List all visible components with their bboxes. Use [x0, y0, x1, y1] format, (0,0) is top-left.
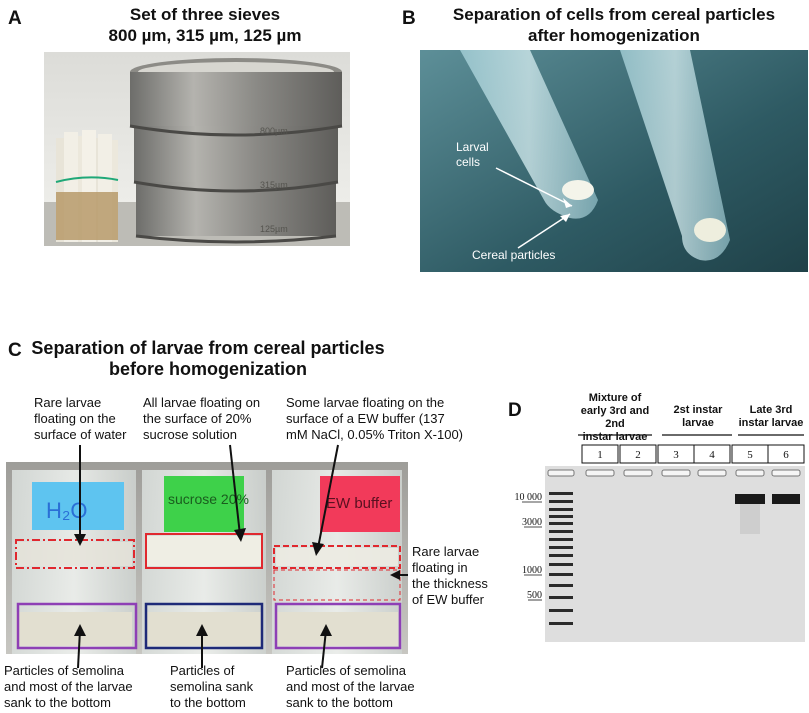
panel-d-letter: D [508, 400, 522, 421]
lane-4: 4 [709, 449, 715, 461]
panel-a-letter: A [8, 8, 22, 29]
gel-body [545, 466, 805, 642]
caption-side-l2: floating in [412, 560, 468, 575]
tube-left [460, 50, 598, 219]
ladder-10000: 10 000 [515, 492, 543, 503]
label-larval-cells: Larval cells [456, 140, 489, 170]
gel-group-1-l2: early 3rd and 2nd [580, 405, 650, 430]
box-water-bottom [16, 602, 138, 650]
panel-b-photo: Larval cells Cereal particles [420, 50, 808, 272]
label-cells: cells [456, 155, 481, 169]
beaker-label-sucrose: sucrose 20% [168, 491, 249, 507]
band-lane-5 [735, 494, 765, 504]
caption-water-l2: floating on the [34, 411, 116, 426]
panel-a-photo: 800µm 315µm 125µm [44, 52, 350, 246]
band-lane-6 [772, 494, 800, 504]
gel-wells [547, 469, 801, 477]
caption-ew: Some larvae floating on the surface of a… [286, 395, 463, 443]
gel-group-2-l1: 2st instar [673, 404, 723, 416]
box-sucrose-surface [145, 533, 263, 569]
panel-c-title-line1: Separation of larvae from cereal particl… [31, 338, 385, 358]
ladder-500: 500 [527, 590, 542, 601]
caption-bottom-ew-l3: sank to the bottom [286, 695, 393, 710]
label-cereal-particles: Cereal particles [472, 248, 556, 262]
beaker-label-water-bg [32, 482, 124, 530]
caption-bottom-sucrose: Particles of semolina sank to the bottom [170, 663, 253, 711]
beakers-illustration: H₂O sucrose 20% EW buffer [6, 462, 408, 654]
gel-group-3-l1: Late 3rd [749, 404, 793, 416]
box-ew-bottom [274, 602, 402, 650]
lane-6: 6 [783, 449, 789, 461]
panel-a-title: Set of three sieves 800 µm, 315 µm, 125 … [40, 4, 370, 46]
box-ew-thickness [273, 569, 401, 601]
caption-water-l3: surface of water [34, 427, 127, 442]
caption-ew-l3: mM NaCl, 0.05% Triton X-100) [286, 427, 464, 442]
gel-group-1-l3: instar larvae [582, 431, 648, 443]
caption-side-l3: the thickness [412, 576, 488, 591]
panel-a-title-line2: 800 µm, 315 µm, 125 µm [108, 26, 302, 45]
caption-sucrose-l1: All larvae floating on [143, 395, 261, 410]
caption-sucrose-l3: sucrose solution [143, 427, 237, 442]
cell-pellet-right [694, 218, 726, 242]
ladder-1000: 1000 [522, 565, 542, 576]
gel-group-3-l2: instar larvae [738, 417, 804, 429]
sieve-label-800: 800µm [260, 126, 288, 136]
caption-water-l1: Rare larvae [34, 395, 102, 410]
gel-group-1: Mixture of early 3rd and 2nd instar larv… [572, 392, 658, 444]
tubes-illustration [420, 50, 808, 272]
sieve-label-315: 315µm [260, 180, 288, 190]
gel-group-3: Late 3rd instar larvae [734, 404, 808, 430]
box-sucrose-bottom [144, 602, 264, 650]
sieve-stack: 800µm 315µm 125µm [129, 58, 343, 244]
sieves-illustration: 800µm 315µm 125µm [44, 52, 350, 246]
ladder-bands [549, 492, 573, 625]
caption-bottom-sucrose-l1: Particles of [170, 663, 235, 678]
panel-c-title: Separation of larvae from cereal particl… [28, 338, 388, 380]
cell-pellet-left [562, 180, 594, 200]
caption-water: Rare larvae floating on the surface of w… [34, 395, 127, 443]
panel-a-title-line1: Set of three sieves [129, 5, 281, 24]
caption-side-l1: Rare larvae [412, 544, 480, 559]
panel-b-title: Separation of cells from cereal particle… [420, 4, 808, 46]
caption-bottom-water-l2: and most of the larvae [4, 679, 133, 694]
panel-c-letter: C [8, 340, 22, 361]
gel-group-2-l2: larvae [682, 417, 714, 429]
beaker-label-ew: EW buffer [326, 495, 392, 512]
label-larval: Larval [456, 140, 489, 154]
caption-bottom-ew: Particles of semolina and most of the la… [286, 663, 415, 711]
lane-5: 5 [747, 449, 753, 461]
larvae-tubes [55, 130, 119, 242]
lane-2: 2 [635, 449, 641, 461]
caption-side-l4: of EW buffer [412, 592, 485, 607]
caption-bottom-sucrose-l2: semolina sank [170, 679, 254, 694]
panel-b-title-line1: Separation of cells from cereal particle… [452, 5, 776, 24]
sieve-label-125: 125µm [260, 224, 288, 234]
lane-1: 1 [597, 449, 603, 461]
caption-ew-l2: surface of a EW buffer (137 [286, 411, 445, 426]
ladder-3000: 3000 [522, 517, 542, 528]
caption-ew-l1: Some larvae floating on the [286, 395, 445, 410]
tube-right [620, 50, 730, 261]
lane-3: 3 [673, 449, 679, 461]
caption-bottom-water-l3: sank to the bottom [4, 695, 111, 710]
caption-sucrose-l2: the surface of 20% [143, 411, 252, 426]
arrow-cells [495, 167, 573, 207]
panel-c-photo: H₂O sucrose 20% EW buffer [6, 462, 408, 654]
gel-group-1-l1: Mixture of [588, 392, 642, 404]
caption-ew-thickness: Rare larvae floating in the thickness of… [412, 544, 488, 608]
panel-b-title-line2: after homogenization [528, 26, 700, 45]
caption-bottom-ew-l2: and most of the larvae [286, 679, 415, 694]
caption-bottom-water-l1: Particles of semolina [4, 663, 124, 678]
arrow-particles [517, 213, 571, 249]
caption-bottom-sucrose-l3: to the bottom [170, 695, 246, 710]
caption-bottom-water: Particles of semolina and most of the la… [4, 663, 133, 711]
caption-sucrose: All larvae floating on the surface of 20… [143, 395, 260, 443]
gel-group-2: 2st instar larvae [660, 404, 736, 430]
panel-b-letter: B [402, 8, 416, 29]
caption-bottom-ew-l1: Particles of semolina [286, 663, 406, 678]
panel-c-title-line2: before homogenization [109, 359, 307, 379]
